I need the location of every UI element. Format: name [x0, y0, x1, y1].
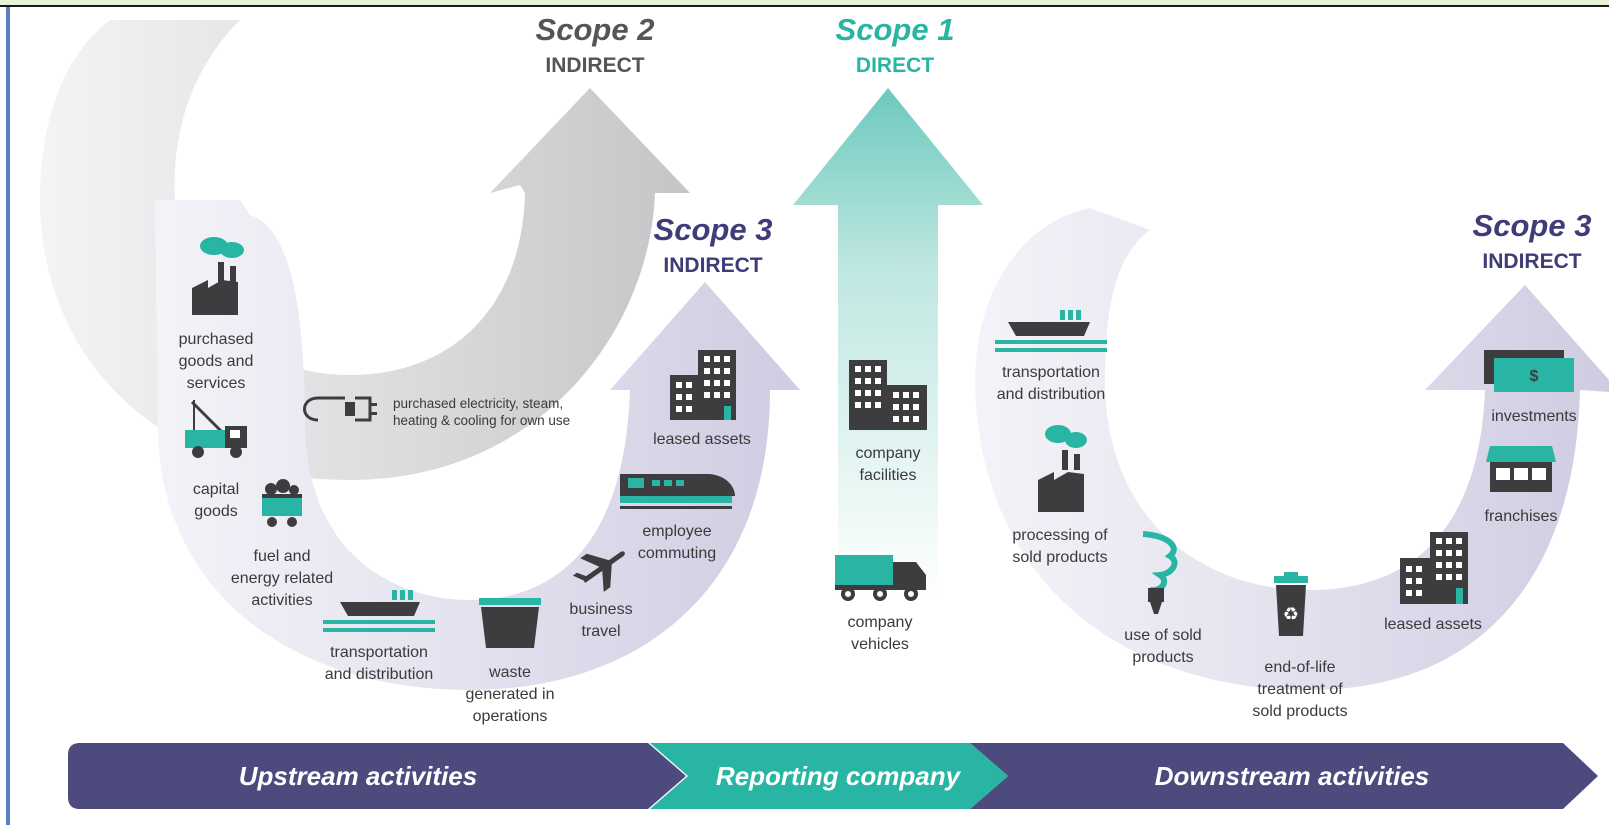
purchased-goods-label-1: purchased	[179, 331, 254, 348]
downstream-leased-assets-label: leased assets	[1384, 616, 1482, 633]
fuel-energy-label-1: fuel and	[254, 548, 311, 565]
scope1-subtitle: DIRECT	[856, 54, 934, 77]
bulb-icon	[1142, 531, 1178, 614]
plug-icon	[303, 396, 377, 422]
investments-label: investments	[1491, 408, 1576, 425]
store-icon	[1486, 446, 1556, 492]
capital-goods-label-1: capital	[193, 481, 239, 498]
use-of-sold-label-1: use of sold	[1124, 627, 1201, 644]
bottom-band: Upstream activities Reporting company Do…	[68, 743, 1598, 809]
ship-icon	[323, 590, 435, 632]
svg-text:$: $	[1530, 368, 1539, 385]
company-facilities-label-2: facilities	[860, 467, 917, 484]
building-icon	[670, 350, 736, 420]
upstream-band-label: Upstream activities	[239, 761, 477, 791]
purchased-goods-label-2: goods and	[179, 353, 254, 370]
buildings-icon	[849, 360, 927, 430]
scope1-title: Scope 1	[836, 12, 955, 47]
end-of-life-label-1: end-of-life	[1264, 659, 1335, 676]
ship-icon	[995, 310, 1107, 352]
downstream-band	[970, 743, 1598, 809]
scope1-arrow	[793, 88, 983, 600]
scope2-item-label-2: heating & cooling for own use	[393, 413, 570, 428]
company-vehicles-label-2: vehicles	[851, 636, 909, 653]
factory-icon	[192, 237, 244, 315]
scope3-downstream-title: Scope 3	[1473, 208, 1592, 243]
crane-truck-icon	[185, 400, 247, 458]
factory-icon	[1038, 425, 1087, 512]
employee-commuting-label-2: commuting	[638, 545, 716, 562]
scope3-upstream-arrow	[155, 200, 800, 690]
end-of-life-label-3: sold products	[1252, 703, 1347, 720]
end-of-life-label-2: treatment of	[1257, 681, 1343, 698]
reporting-band-label: Reporting company	[716, 761, 962, 791]
scope2-item-label-1: purchased electricity, steam,	[393, 396, 563, 411]
building-icon	[1400, 532, 1468, 604]
coal-cart-icon	[262, 479, 302, 527]
capital-goods-label-2: goods	[194, 503, 238, 520]
upstream-transport-label-2: and distribution	[325, 666, 434, 683]
processing-label-2: sold products	[1012, 549, 1107, 566]
scope3-upstream-subtitle: INDIRECT	[663, 254, 762, 277]
scope2-arrow	[40, 20, 690, 480]
downstream-band-label: Downstream activities	[1155, 761, 1430, 791]
truck-icon	[835, 555, 926, 601]
fuel-energy-label-2: energy related	[231, 570, 333, 587]
scope2-title: Scope 2	[536, 12, 655, 47]
employee-commuting-label-1: employee	[642, 523, 711, 540]
scope3-downstream-subtitle: INDIRECT	[1482, 250, 1581, 273]
upstream-band	[68, 743, 686, 809]
train-icon	[620, 474, 735, 509]
airplane-icon	[572, 551, 625, 592]
recycle-bin-icon: ♻	[1274, 572, 1308, 636]
franchises-label: franchises	[1485, 508, 1558, 525]
upstream-transport-label-1: transportation	[330, 644, 428, 661]
business-travel-label-2: travel	[581, 623, 620, 640]
waste-label-1: waste	[488, 664, 531, 681]
waste-label-2: generated in	[466, 686, 555, 703]
scope3-upstream-title: Scope 3	[654, 212, 773, 247]
downstream-transport-label-2: and distribution	[997, 386, 1106, 403]
purchased-goods-label-3: services	[187, 375, 246, 392]
top-frame-border	[0, 0, 1609, 7]
upstream-leased-assets-label: leased assets	[653, 431, 751, 448]
scope2-subtitle: INDIRECT	[545, 54, 644, 77]
use-of-sold-label-2: products	[1132, 649, 1193, 666]
fuel-energy-label-3: activities	[251, 592, 312, 609]
downstream-transport-label-1: transportation	[1002, 364, 1100, 381]
bin-icon	[479, 598, 541, 648]
money-icon: $	[1484, 350, 1574, 392]
company-vehicles-label-1: company	[848, 614, 913, 631]
business-travel-label-1: business	[569, 601, 632, 618]
reporting-band	[650, 743, 1008, 809]
waste-label-3: operations	[473, 708, 548, 725]
processing-label-1: processing of	[1012, 527, 1108, 544]
company-facilities-label-1: company	[856, 445, 921, 462]
svg-text:♻: ♻	[1283, 604, 1299, 625]
left-frame-border	[6, 7, 10, 825]
